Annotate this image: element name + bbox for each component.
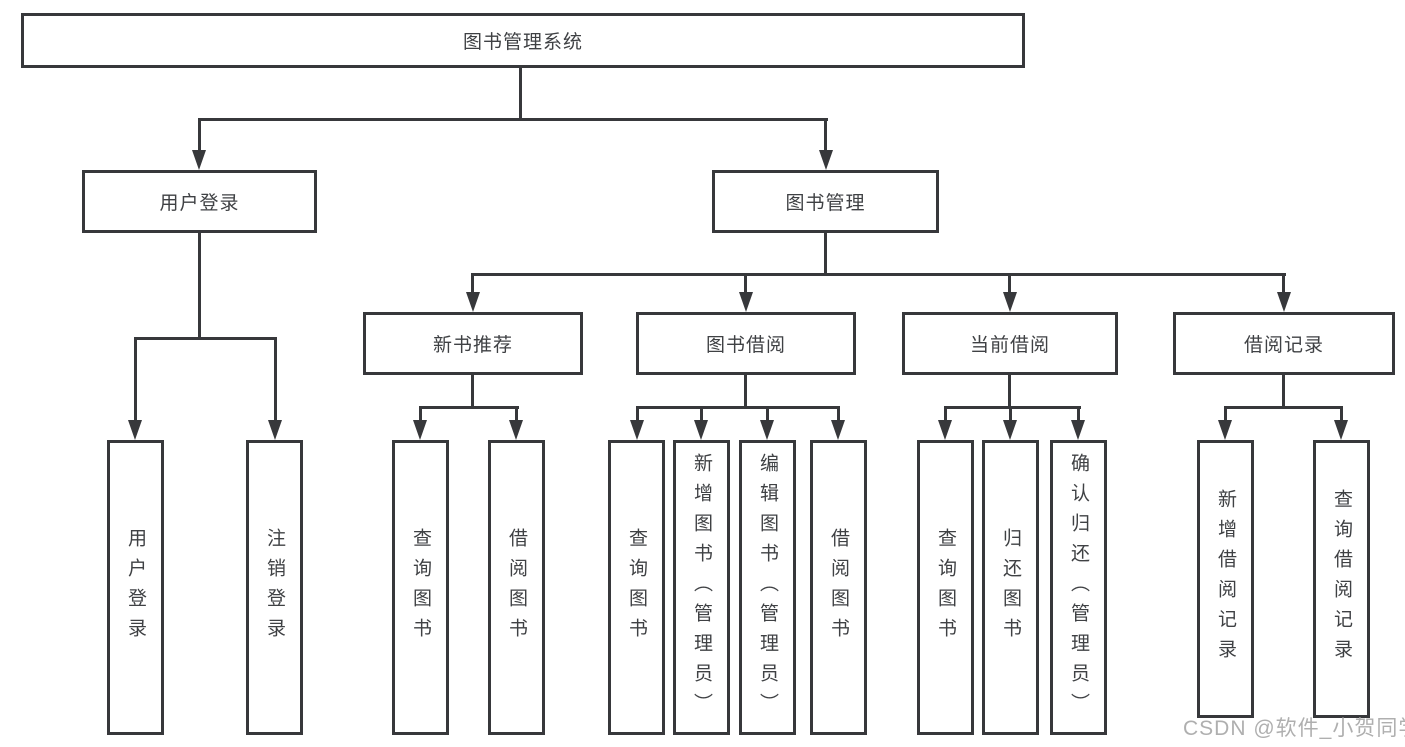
connector-leaf [1340,406,1343,424]
leaf-label: 用户登录 [125,527,146,648]
arrowhead-user-login [192,150,206,170]
leaf-label: 借阅图书 [828,527,849,648]
node-library-system: 图书管理系统 [21,13,1025,68]
node-new-book-recommend: 新书推荐 [363,312,583,375]
connector-leaf [700,406,703,424]
arrowhead-book-borrow [739,292,753,312]
leaf-user-login: 用户登录 [107,440,164,735]
connector-borrow-records-rail [1224,406,1343,409]
connector-current-borrow-stem [1008,375,1011,409]
leaf-label: 借阅图书 [506,527,527,648]
leaf-add-books-admin: 新增图书（管理员） [673,440,730,735]
connector-new-books-stem [471,375,474,409]
arrowhead-leaf [509,420,523,440]
node-book-borrowing: 图书借阅 [636,312,856,375]
leaf-add-borrow-record: 新增借阅记录 [1197,440,1254,718]
connector-new-books-rail [419,406,519,409]
arrowhead-leaf [630,420,644,440]
leaf-query-books-borrow: 查询图书 [608,440,665,735]
arrowhead-leaf [1334,420,1348,440]
leaf-label: 查询借阅记录 [1331,489,1352,669]
leaf-label: 查询图书 [626,527,647,648]
connector-root-stem [519,68,522,120]
arrowhead-leaf [760,420,774,440]
connector-book-borrow-rail [636,406,840,409]
connector-leaf [1009,406,1012,424]
leaf-query-books-recommend: 查询图书 [392,440,449,735]
arrowhead-leaf [831,420,845,440]
leaf-borrow-books-recommend: 借阅图书 [488,440,545,735]
connector-user-login-stem [198,233,201,339]
connector-leaf [837,406,840,424]
node-book-management-module: 图书管理 [712,170,939,233]
leaf-return-books: 归还图书 [982,440,1039,735]
arrowhead-logout-leaf [268,420,282,440]
connector-level2-rail [471,273,1286,276]
arrowhead-leaf [1218,420,1232,440]
connector-leaf [636,406,639,424]
connector-leaf [1224,406,1227,424]
leaf-borrow-books: 借阅图书 [810,440,867,735]
connector-to-user-login [198,118,201,154]
node-borrowing-records: 借阅记录 [1173,312,1395,375]
leaf-confirm-return-admin: 确认归还（管理员） [1050,440,1107,735]
arrowhead-leaf [694,420,708,440]
leaf-query-borrow-record: 查询借阅记录 [1313,440,1370,718]
connector-level1-rail [198,118,828,121]
connector-to-new-books [471,273,474,295]
leaf-label: 新增借阅记录 [1215,489,1236,669]
leaf-label: 查询图书 [410,527,431,648]
node-user-login-module: 用户登录 [82,170,317,233]
leaf-query-books-current: 查询图书 [917,440,974,735]
arrowhead-leaf [1071,420,1085,440]
connector-to-borrow-records [1282,273,1285,295]
arrowhead-new-books [466,292,480,312]
connector-current-borrow-rail [944,406,1081,409]
connector-leaf [766,406,769,424]
leaf-label: 归还图书 [1000,527,1021,648]
connector-leaf [944,406,947,424]
connector-to-book-mgmt [824,118,827,154]
leaf-logout: 注销登录 [246,440,303,735]
leaf-label: 确认归还（管理员） [1068,452,1089,723]
arrowhead-book-mgmt [819,150,833,170]
connector-to-login-leaf [134,337,137,423]
arrowhead-borrow-records [1277,292,1291,312]
connector-to-logout-leaf [274,337,277,423]
connector-to-book-borrow [744,273,747,295]
connector-user-login-rail [134,337,277,340]
leaf-label: 注销登录 [264,527,285,648]
connector-leaf [515,406,518,424]
arrowhead-login-leaf [128,420,142,440]
node-current-borrowing: 当前借阅 [902,312,1118,375]
connector-to-current-borrow [1008,273,1011,295]
leaf-label: 查询图书 [935,527,956,648]
leaf-label: 编辑图书（管理员） [757,452,778,723]
arrowhead-leaf [938,420,952,440]
connector-borrow-records-stem [1282,375,1285,409]
csdn-watermark: CSDN @软件_小贺同学 [1183,717,1405,740]
connector-book-borrow-stem [744,375,747,409]
arrowhead-current-borrow [1003,292,1017,312]
connector-leaf [1077,406,1080,424]
connector-leaf [419,406,422,424]
leaf-edit-books-admin: 编辑图书（管理员） [739,440,796,735]
connector-book-mgmt-stem [824,233,827,276]
leaf-label: 新增图书（管理员） [691,452,712,723]
arrowhead-leaf [413,420,427,440]
arrowhead-leaf [1003,420,1017,440]
